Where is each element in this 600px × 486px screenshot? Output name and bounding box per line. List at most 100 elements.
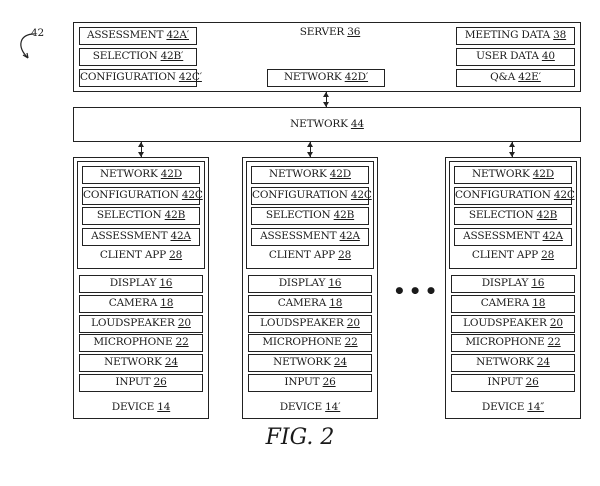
item-ref: 22 <box>547 336 561 349</box>
item-label: LOUDSPEAKER <box>463 316 547 329</box>
client-app-label: CLIENT APP 28 <box>242 249 378 261</box>
component-box: LOUDSPEAKER 20 <box>79 314 203 333</box>
item-label: LOUDSPEAKER <box>260 316 344 329</box>
component-box: INPUT 26 <box>451 374 575 392</box>
item-ref: 42A <box>542 229 564 242</box>
reference-arrow-icon <box>20 33 35 59</box>
item-ref: 38 <box>553 29 567 41</box>
item-ref: 26 <box>322 376 336 388</box>
item-label: CONFIGURATION <box>83 188 179 201</box>
component-box: MICROPHONE 22 <box>248 334 372 353</box>
component-box: MICROPHONE 22 <box>79 334 203 353</box>
item-ref: 42B <box>164 209 186 221</box>
item-ref: 26 <box>525 376 539 388</box>
device-label: DEVICE 14 <box>73 401 209 413</box>
client-module-box: NETWORK 42D <box>82 166 200 184</box>
item-label: ASSESSMENT <box>87 29 164 41</box>
item-ref: 20 <box>346 316 360 329</box>
network-label-text: NETWORK <box>290 118 348 130</box>
server-configuration-box: CONFIGURATION 42C′ <box>79 69 202 87</box>
item-label: NETWORK <box>100 168 158 180</box>
client-module-box: NETWORK 42D <box>454 166 572 184</box>
server-selection-box: SELECTION 42B′ <box>79 48 197 66</box>
item-ref: 28 <box>541 249 555 261</box>
item-label: CAMERA <box>480 296 530 309</box>
item-label: DEVICE <box>481 401 525 413</box>
item-label: NETWORK <box>283 71 342 83</box>
item-label: SELECTION <box>265 209 331 221</box>
component-box: CAMERA 18 <box>451 294 575 313</box>
server-title-label: SERVER <box>299 26 345 38</box>
item-label: NETWORK <box>269 168 327 180</box>
server-network-box: NETWORK 42D′ <box>267 69 385 87</box>
component-box: NETWORK 24 <box>248 354 372 373</box>
item-label: CAMERA <box>108 296 158 309</box>
item-ref: 42D <box>329 168 351 180</box>
item-ref: 16 <box>159 277 173 289</box>
item-label: DISPLAY <box>109 277 157 289</box>
component-box: DISPLAY 16 <box>79 275 203 293</box>
client-module-box: SELECTION 42B <box>454 207 572 225</box>
item-label: CONFIGURATION <box>252 188 348 201</box>
item-label: MICROPHONE <box>93 336 173 349</box>
item-ref: 18 <box>160 296 174 309</box>
component-box: CAMERA 18 <box>248 294 372 313</box>
item-label: CLIENT APP <box>99 249 166 261</box>
item-label: NETWORK <box>476 356 534 369</box>
server-qa-box: Q&A 42E′ <box>456 69 575 87</box>
client-app-label: CLIENT APP 28 <box>445 249 581 261</box>
item-label: CONFIGURATION <box>80 71 176 83</box>
device-1-arrow <box>138 142 144 157</box>
item-label: LOUDSPEAKER <box>91 316 175 329</box>
item-ref: 14′ <box>325 401 341 413</box>
item-ref: 16 <box>328 277 342 289</box>
component-box: LOUDSPEAKER 20 <box>451 314 575 333</box>
item-label: SELECTION <box>468 209 534 221</box>
ellipsis: ••• <box>393 279 441 303</box>
item-ref: 16 <box>531 277 545 289</box>
client-module-box: SELECTION 42B <box>251 207 369 225</box>
item-ref: 42C <box>181 188 203 201</box>
component-box: INPUT 26 <box>248 374 372 392</box>
server-meeting-data-box: MEETING DATA 38 <box>456 27 575 45</box>
item-label: MEETING DATA <box>464 29 551 41</box>
client-module-box: NETWORK 42D <box>251 166 369 184</box>
component-box: DISPLAY 16 <box>451 275 575 293</box>
server-title: SERVER 36 <box>280 26 380 38</box>
item-label: DEVICE <box>111 401 155 413</box>
item-label: NETWORK <box>472 168 530 180</box>
client-module-box: ASSESSMENT 42A <box>82 227 200 246</box>
client-module-box: CONFIGURATION 42C <box>82 186 203 205</box>
server-assessment-box: ASSESSMENT 42A′ <box>79 27 197 45</box>
client-module-box: CONFIGURATION 42C <box>251 186 372 205</box>
item-label: CAMERA <box>277 296 327 309</box>
reference-label: 42 <box>31 27 44 39</box>
client-app-label: CLIENT APP 28 <box>73 249 209 261</box>
item-label: SELECTION <box>92 50 158 62</box>
item-label: MICROPHONE <box>465 336 545 349</box>
item-label: USER DATA <box>476 50 539 62</box>
component-box: MICROPHONE 22 <box>451 334 575 353</box>
client-module-box: ASSESSMENT 42A <box>251 227 369 246</box>
item-ref: 24 <box>164 356 178 369</box>
server-network-arrow <box>323 92 329 107</box>
item-ref: 20 <box>177 316 191 329</box>
item-ref: 42D <box>160 168 182 180</box>
item-ref: 20 <box>549 316 563 329</box>
item-label: NETWORK <box>104 356 162 369</box>
item-ref: 42D <box>532 168 554 180</box>
device-label: DEVICE 14″ <box>445 401 581 413</box>
client-module-box: ASSESSMENT 42A <box>454 227 572 246</box>
item-label: NETWORK <box>273 356 331 369</box>
item-ref: 22 <box>344 336 358 349</box>
server-user-data-box: USER DATA 40 <box>456 48 575 66</box>
item-ref: 42B′ <box>160 50 184 62</box>
item-ref: 28 <box>169 249 183 261</box>
device-2-arrow <box>307 142 313 157</box>
device-label: DEVICE 14′ <box>242 401 378 413</box>
item-ref: 42A <box>339 229 361 242</box>
item-ref: 42A′ <box>166 29 189 41</box>
item-ref: 42C <box>553 188 575 201</box>
component-box: NETWORK 24 <box>79 354 203 373</box>
item-ref: 42A <box>170 229 192 242</box>
